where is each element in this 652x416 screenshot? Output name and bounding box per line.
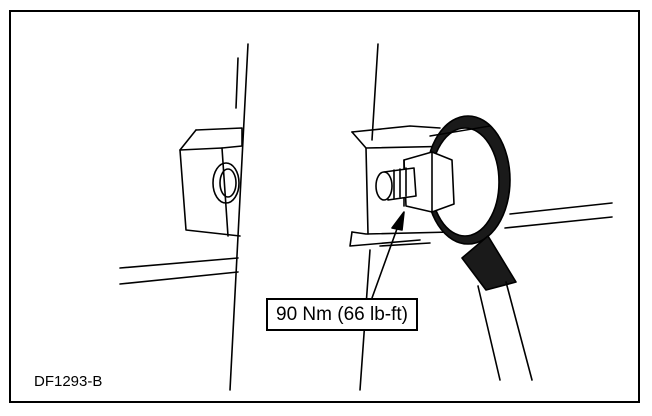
- diagram-border: [9, 10, 640, 403]
- vertical-post-left: [229, 43, 249, 391]
- left-bracket: [179, 127, 243, 237]
- link-eye: [425, 115, 511, 245]
- frame-rail: [119, 202, 613, 285]
- nut-and-stud: [375, 151, 455, 213]
- link-rod: [461, 235, 533, 381]
- callout-leader: [371, 211, 405, 299]
- figure-id-label: DF1293-B: [34, 373, 103, 390]
- torque-callout-label: 90 Nm (66 lb-ft): [266, 298, 418, 331]
- vertical-post-right: [359, 43, 379, 391]
